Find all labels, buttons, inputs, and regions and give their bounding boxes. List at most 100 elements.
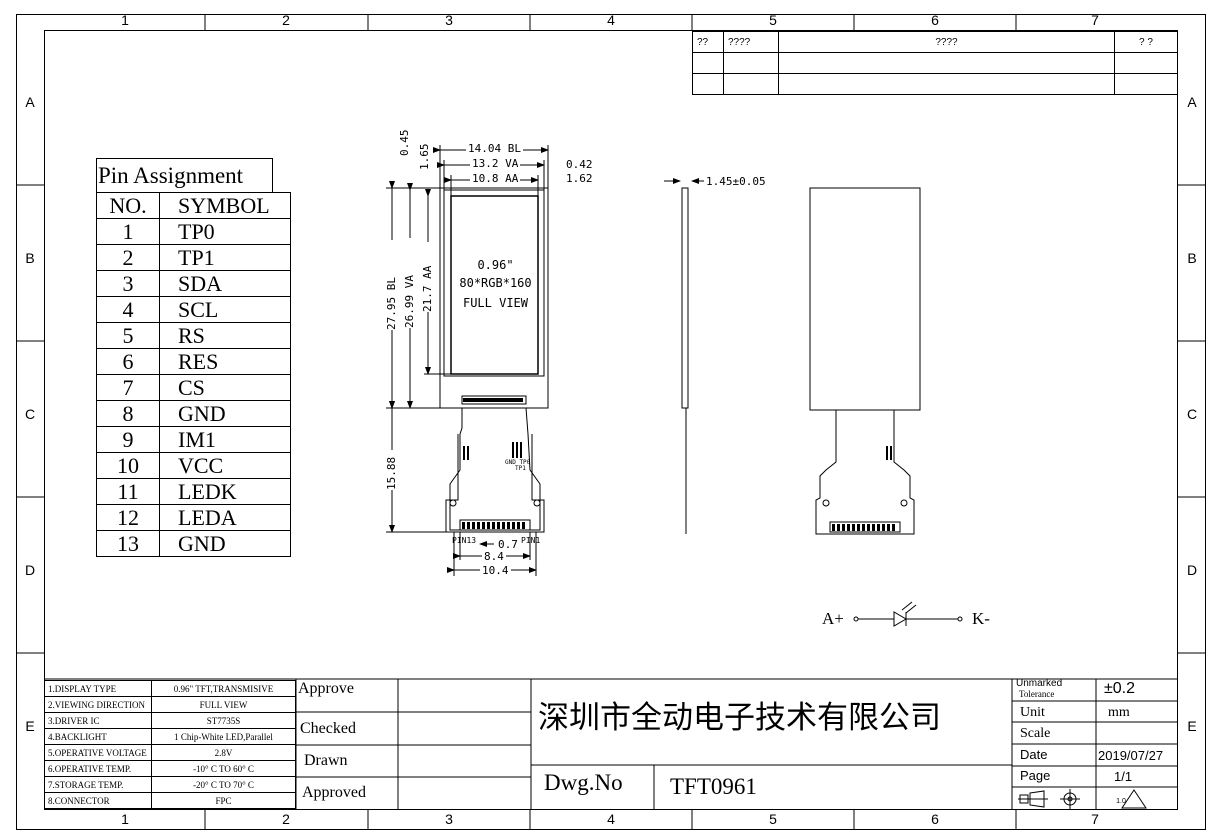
zone-col-1-bottom: 1 — [121, 811, 129, 827]
revision-table: ?? ???? ???? ? ? — [692, 31, 1178, 95]
dwg-no-value: TFT0961 — [670, 774, 757, 799]
unit-value: mm — [1108, 705, 1130, 720]
zone-row-c-left: C — [24, 406, 36, 422]
pin-col-symbol-header: SYMBOL — [159, 192, 291, 219]
date-value: 2019/07/27 — [1098, 748, 1164, 763]
pin-symbol: VCC — [159, 452, 291, 479]
pin-symbol: SDA — [159, 270, 291, 297]
page-label: Page — [1020, 768, 1051, 783]
zone-row-b-right: B — [1187, 250, 1197, 266]
zone-col-5-top: 5 — [769, 12, 777, 28]
zone-col-3-bottom: 3 — [445, 811, 453, 827]
scale-label: Scale — [1020, 726, 1051, 741]
pin13-label: PIN13 — [452, 536, 477, 545]
pin-number: 3 — [96, 270, 160, 297]
zone-col-6-top: 6 — [931, 12, 939, 28]
pin-number: 5 — [96, 322, 160, 349]
spec-value: -20° C TO 70° C — [151, 776, 296, 793]
zone-row-e-right: E — [1187, 718, 1197, 734]
target-icon — [1060, 789, 1080, 809]
dim-offset-042: 0.42 — [566, 158, 593, 171]
pin-symbol: SCL — [159, 296, 291, 323]
screen-resolution-label: 80*RGB*160 — [459, 276, 532, 290]
pin-table-title: Pin Assignment — [96, 158, 273, 192]
dim-connector-width: 10.4 — [480, 564, 511, 577]
pin-number: 8 — [96, 400, 160, 427]
zone-row-c-right: C — [1186, 406, 1198, 422]
page-value: 1/1 — [1114, 769, 1133, 784]
dim-pins-span: 8.4 — [482, 550, 506, 563]
spec-row: 7.STORAGE TEMP.-20° C TO 70° C — [44, 776, 296, 793]
dim-aa-width: 10.8 AA — [470, 172, 521, 185]
zone-row-a-left: A — [25, 94, 35, 110]
zone-col-3-top: 3 — [445, 12, 453, 28]
zone-col-4-bottom: 4 — [607, 811, 615, 827]
zone-col-2-top: 2 — [282, 12, 290, 28]
version-triangle-icon — [1121, 789, 1147, 809]
spec-label: 6.OPERATIVE TEMP. — [44, 760, 152, 777]
pin-symbol: IM1 — [159, 426, 291, 453]
pin-number: 7 — [96, 374, 160, 401]
zone-col-4-top: 4 — [607, 12, 615, 28]
zone-row-a-right: A — [1187, 94, 1197, 110]
zone-col-7-top: 7 — [1091, 12, 1099, 28]
spec-value: FULL VIEW — [151, 696, 296, 713]
drawn-label: Drawn — [304, 752, 348, 769]
spec-row: 6.OPERATIVE TEMP.-10° C TO 60° C — [44, 760, 296, 777]
checked-label: Checked — [300, 720, 356, 737]
approved-label: Approved — [302, 784, 366, 801]
projection-symbols — [1018, 789, 1147, 809]
front-va-outline — [443, 189, 545, 377]
dim-pitch: 0.7 — [498, 538, 518, 551]
pin-number: 2 — [96, 244, 160, 271]
spec-value: FPC — [151, 792, 296, 809]
tolerance-label: Tolerance — [1019, 689, 1055, 699]
zone-row-b-left: B — [25, 250, 35, 266]
company-name: 深圳市全动电子技术有限公司 — [538, 700, 941, 736]
dwg-no-label: Dwg.No — [544, 770, 623, 795]
spec-value: ST7735S — [151, 712, 296, 729]
zone-col-7-bottom: 7 — [1091, 811, 1099, 827]
zone-col-2-bottom: 2 — [282, 811, 290, 827]
spec-label: 1.DISPLAY TYPE — [44, 680, 152, 697]
front-fpc-tail — [445, 434, 545, 533]
backlight-anode-label: A+ — [822, 609, 844, 628]
fpc-tp1-label: TP1 — [515, 465, 526, 472]
fpc-gnd-tp0-label: GND TP0 — [505, 459, 531, 466]
pin-symbol: GND — [159, 530, 291, 557]
zone-row-e-left: E — [25, 718, 35, 734]
unmarked-label: Unmarked — [1016, 678, 1063, 689]
pin-number: 11 — [96, 478, 160, 505]
spec-label: 8.CONNECTOR — [44, 792, 152, 809]
drawing-inner-frame — [44, 30, 1178, 810]
approve-label: Approve — [298, 680, 354, 697]
spec-label: 4.BACKLIGHT — [44, 728, 152, 745]
pin-number: 13 — [96, 530, 160, 557]
backlight-cathode-label: K- — [972, 609, 990, 628]
dim-bl-width: 14.04 BL — [466, 142, 523, 155]
spec-label: 5.OPERATIVE VOLTAGE — [44, 744, 152, 761]
zone-row-d-left: D — [24, 562, 36, 578]
dim-thickness: 1.45±0.05 — [706, 175, 766, 188]
back-panel-outline — [809, 187, 921, 411]
spec-value: 1 Chip-White LED,Parallel — [151, 728, 296, 745]
back-fpc — [815, 410, 915, 535]
front-fpc — [449, 407, 541, 531]
spec-label: 3.DRIVER IC — [44, 712, 152, 729]
